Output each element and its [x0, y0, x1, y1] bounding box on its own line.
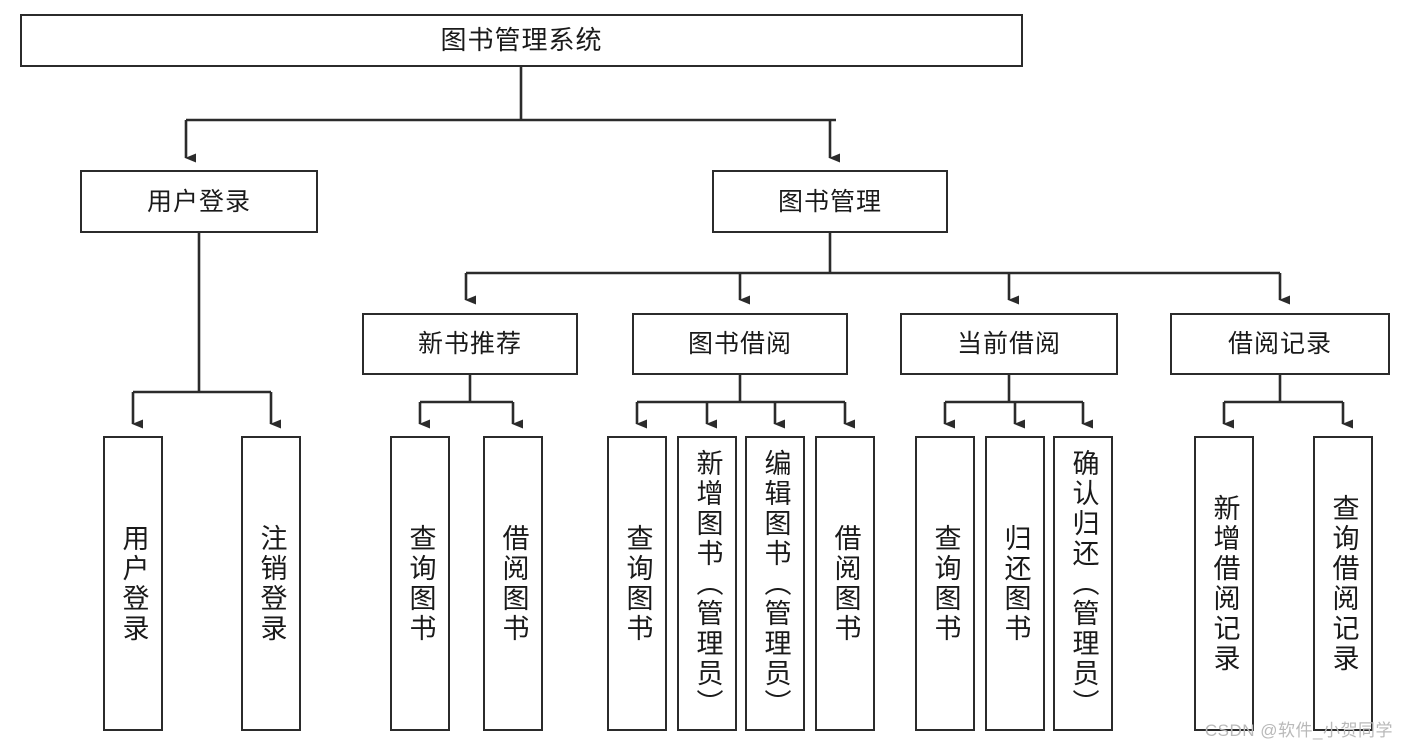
node-new-book-recommend[interactable]: 新书推荐	[362, 313, 578, 375]
leaf-box-query-book-borrow[interactable]	[607, 436, 667, 731]
node-label: 图书管理	[777, 187, 882, 216]
leaf-box-borrow-book[interactable]	[815, 436, 875, 731]
node-root[interactable]: 图书管理系统	[20, 14, 1023, 67]
node-current-borrow[interactable]: 当前借阅	[900, 313, 1118, 375]
leaf-box-return-book[interactable]	[985, 436, 1045, 731]
leaf-box-add-borrow-record[interactable]	[1194, 436, 1254, 731]
node-label: 图书借阅	[687, 330, 792, 358]
leaf-box-add-book-admin[interactable]	[677, 436, 737, 731]
node-borrow-record[interactable]: 借阅记录	[1170, 313, 1390, 375]
node-label: 图书管理系统	[440, 24, 603, 55]
node-label: 当前借阅	[956, 330, 1061, 358]
node-label: 用户登录	[146, 187, 251, 216]
leaf-box-logout[interactable]	[241, 436, 301, 731]
watermark: CSDN @软件_小贺同学	[1204, 721, 1393, 740]
leaf-box-user-login[interactable]	[103, 436, 163, 731]
node-user-login[interactable]: 用户登录	[80, 170, 318, 233]
leaf-box-query-book-current[interactable]	[915, 436, 975, 731]
leaf-box-edit-book-admin[interactable]	[745, 436, 805, 731]
node-book-management[interactable]: 图书管理	[712, 170, 948, 233]
node-book-borrow[interactable]: 图书借阅	[632, 313, 848, 375]
leaf-box-borrow-book-rec[interactable]	[483, 436, 543, 731]
leaf-box-query-borrow-record[interactable]	[1313, 436, 1373, 731]
node-label: 借阅记录	[1227, 330, 1332, 358]
leaf-box-query-book-rec[interactable]	[390, 436, 450, 731]
node-label: 新书推荐	[417, 330, 522, 358]
leaf-box-confirm-return-admin[interactable]	[1053, 436, 1113, 731]
